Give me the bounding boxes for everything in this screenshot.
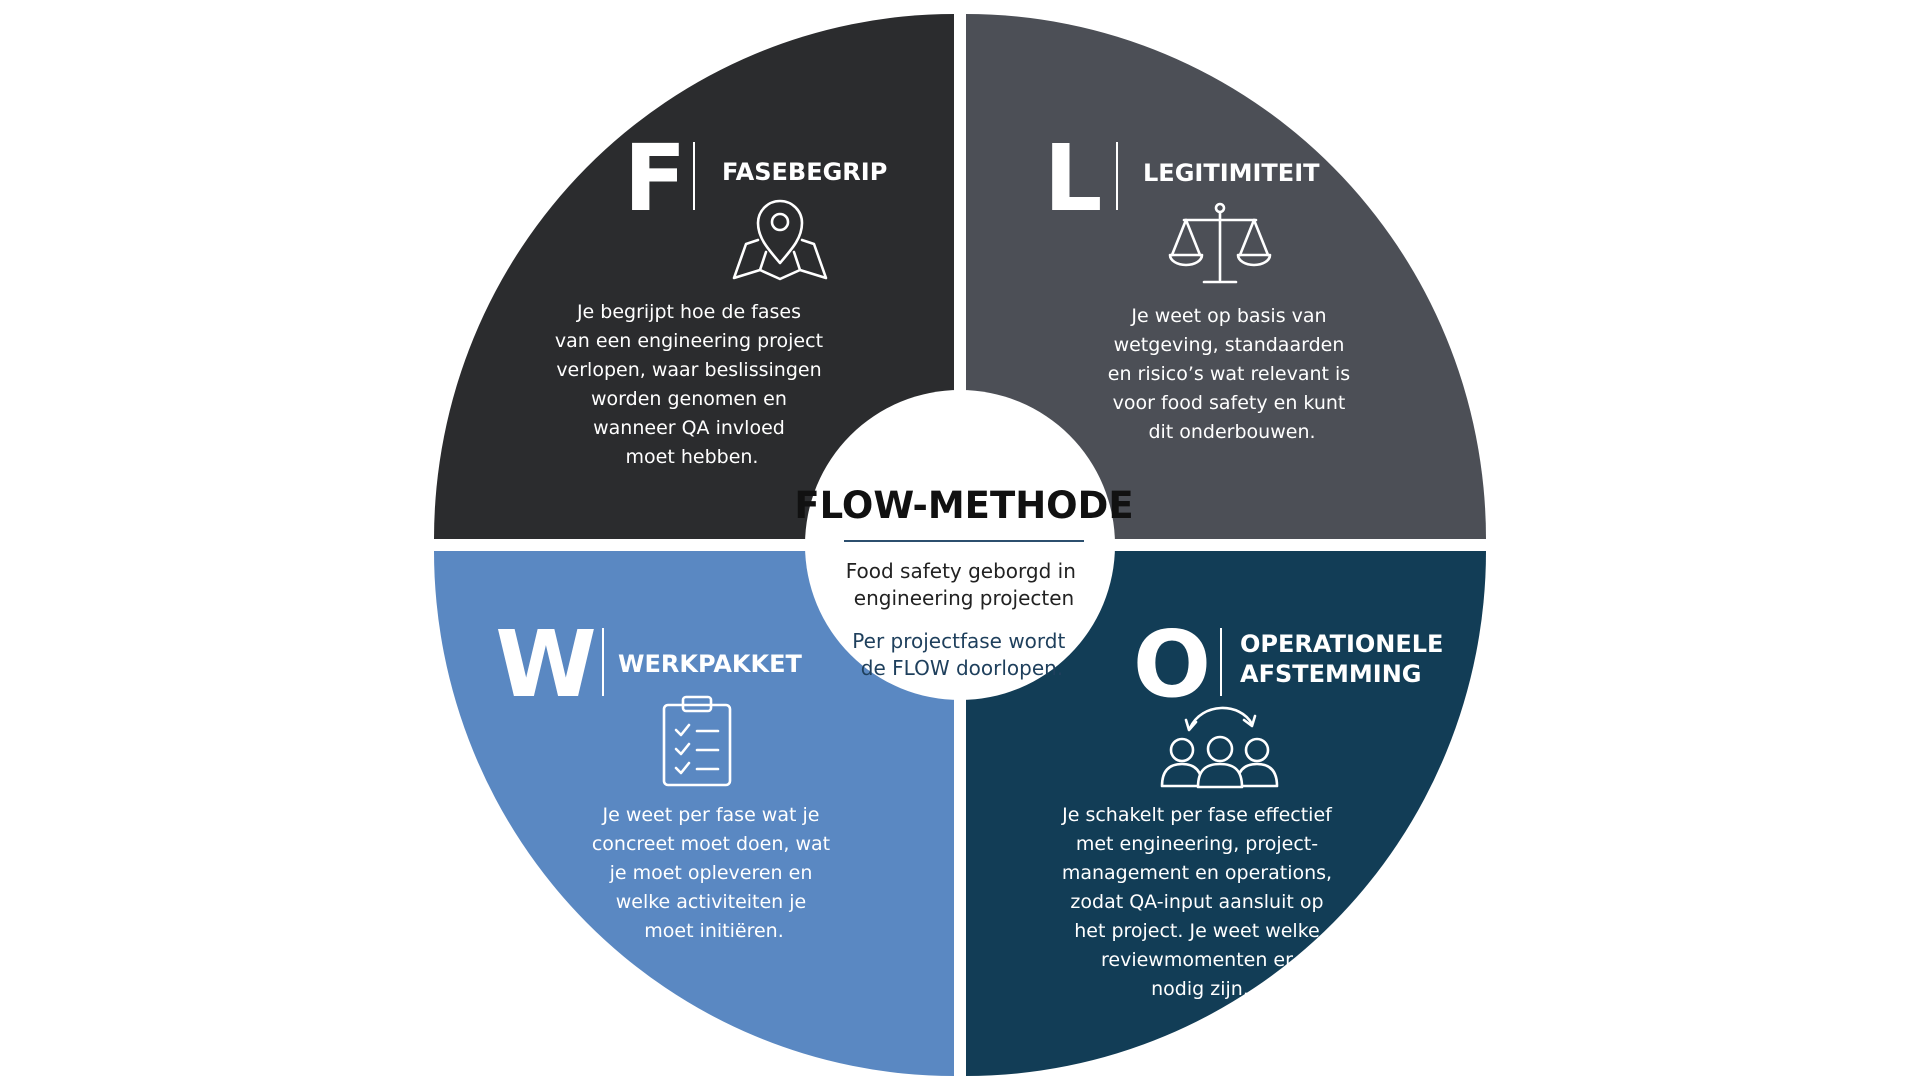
quadrant-o-title-line-2: AFSTEMMING: [1240, 660, 1422, 688]
quadrant-w-letter: W: [495, 611, 596, 718]
quadrant-w-description: Je weet per fase wat je concreet moet do…: [592, 804, 836, 942]
quadrant-l-text-line: voor food safety en kunt: [1113, 392, 1346, 414]
center-subtitle-line: Food safety geborgd in: [846, 559, 1076, 583]
quadrant-l: L LEGITIMITEIT Je weet op basis van wetg…: [1044, 125, 1356, 443]
quadrant-l-text-line: dit onderbouwen.: [1148, 421, 1315, 443]
quadrant-o-title-line-1: OPERATIONELE: [1240, 630, 1443, 658]
quadrant-f: F FASEBEGRIP Je begrijpt hoe de fases va…: [555, 125, 887, 468]
quadrant-l-letter: L: [1044, 125, 1103, 232]
quadrant-l-text-line: Je weet op basis van: [1130, 305, 1326, 327]
center-note-line: de FLOW doorlopen.: [861, 656, 1063, 680]
quadrant-w-divider: [602, 628, 604, 696]
clipboard-checklist-icon: [662, 695, 732, 787]
quadrant-o-description: Je schakelt per fase effectief met engin…: [1061, 804, 1338, 1000]
quadrant-f-letter: F: [624, 125, 687, 232]
center-circle: [805, 390, 1115, 700]
quadrant-f-description: Je begrijpt hoe de fases van een enginee…: [555, 301, 829, 468]
quadrant-o-text-line: Je schakelt per fase effectief: [1061, 804, 1333, 826]
quadrant-o-text-line: management en operations,: [1062, 862, 1332, 884]
quadrant-f-text-line: wanneer QA invloed: [593, 417, 785, 439]
quadrant-f-text-line: worden genomen en: [591, 388, 787, 410]
quadrant-l-wedge: [966, 14, 1486, 539]
quadrant-w-text-line: moet initiëren.: [644, 920, 784, 942]
center-subtitle: Food safety geborgd in engineering proje…: [846, 559, 1083, 610]
map-pin-icon: [732, 199, 828, 281]
quadrant-o-text-line: het project. Je weet welke: [1074, 920, 1320, 942]
center-note: Per projectfase wordt de FLOW doorlopen.: [852, 629, 1071, 680]
quadrant-w-title: WERKPAKKET: [618, 650, 802, 678]
center-title: FLOW-METHODE: [794, 484, 1133, 527]
center-note-line: Per projectfase wordt: [852, 629, 1065, 653]
center-content: FLOW-METHODE Food safety geborgd in engi…: [794, 484, 1133, 680]
quadrant-f-text-line: verlopen, waar beslissingen: [556, 359, 821, 381]
quadrant-w-wedge: [434, 551, 954, 1076]
scales-icon: [1168, 202, 1272, 284]
team-cycle-icon: [1160, 706, 1279, 789]
quadrant-l-text-line: en risico’s wat relevant is: [1108, 363, 1350, 385]
quadrant-o: O OPERATIONELE AFSTEMMING Je schakelt pe…: [1061, 611, 1443, 1000]
quadrant-w: W WERKPAKKET Je weet per fase wat je con…: [495, 611, 836, 942]
quadrant-f-divider: [693, 142, 695, 210]
quadrant-f-text-line: Je begrijpt hoe de fases: [576, 301, 801, 323]
quadrant-f-text-line: van een engineering project: [555, 330, 823, 352]
quadrant-l-divider: [1116, 142, 1118, 210]
quadrant-o-divider: [1220, 628, 1222, 696]
quadrant-f-title: FASEBEGRIP: [722, 158, 887, 186]
quadrant-l-title: LEGITIMITEIT: [1143, 159, 1320, 187]
quadrant-w-text-line: welke activiteiten je: [616, 891, 807, 913]
quadrant-f-text-line: moet hebben.: [626, 446, 759, 468]
quadrant-o-text-line: nodig zijn.: [1151, 978, 1249, 1000]
quadrant-l-description: Je weet op basis van wetgeving, standaar…: [1108, 305, 1356, 443]
quadrant-o-wedge: [966, 551, 1486, 1076]
quadrant-f-wedge: [434, 14, 954, 539]
quadrant-l-text-line: wetgeving, standaarden: [1114, 334, 1345, 356]
quadrant-w-text-line: je moet opleveren en: [609, 862, 813, 884]
quadrant-o-text-line: reviewmomenten er: [1101, 949, 1293, 971]
center-title-underline: [844, 540, 1084, 542]
quadrant-o-text-line: met engineering, project-: [1076, 833, 1318, 855]
quadrant-w-text-line: Je weet per fase wat je: [602, 804, 820, 826]
quadrant-o-letter: O: [1133, 611, 1211, 718]
quadrant-o-text-line: zodat QA-input aansluit op: [1070, 891, 1323, 913]
center-subtitle-line: engineering projecten: [854, 586, 1074, 610]
quadrant-w-text-line: concreet moet doen, wat: [592, 833, 830, 855]
